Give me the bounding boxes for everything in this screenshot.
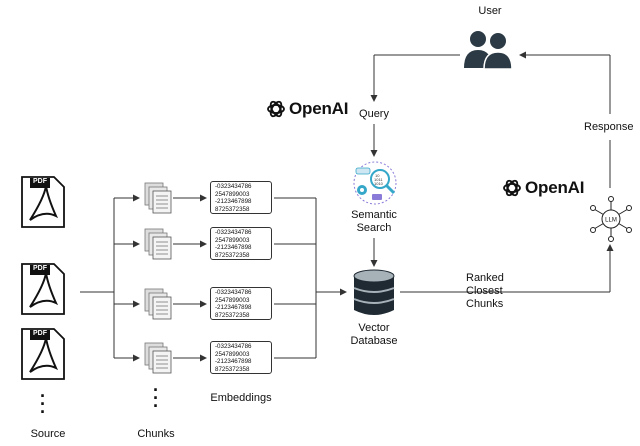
openai-logo-top: OpenAI bbox=[266, 99, 348, 119]
pdf-label-3: PDF bbox=[33, 330, 47, 337]
semantic-search-icon: 10 1011 1010 bbox=[350, 160, 400, 211]
llm-network-icon: LLM bbox=[590, 195, 632, 248]
query-label: Query bbox=[359, 108, 389, 120]
embedding-value: -0323434786 bbox=[215, 183, 252, 190]
source-label: Source bbox=[30, 428, 66, 440]
embedding-box-1: -0323434786 2547899003 -2123467898 87253… bbox=[210, 181, 272, 214]
source-ellipsis: ··· bbox=[40, 386, 46, 422]
embedding-value: 8725372358 bbox=[215, 205, 250, 213]
document-stack-icon-4 bbox=[144, 342, 172, 379]
users-icon bbox=[462, 30, 514, 75]
embedding-value: 8725372358 bbox=[215, 365, 250, 373]
openai-logo-icon bbox=[503, 179, 521, 197]
pdf-icon-3: PDF bbox=[18, 328, 66, 385]
embedding-value: 2547899003 bbox=[215, 190, 250, 198]
response-label: Response bbox=[584, 121, 634, 133]
chunks-ellipsis: ··· bbox=[153, 380, 159, 416]
openai-top-text: OpenAI bbox=[289, 99, 349, 118]
semantic-search-label-2: Search bbox=[356, 222, 392, 234]
pdf-icon-1: PDF bbox=[18, 176, 66, 233]
embedding-value: 8725372358 bbox=[215, 311, 250, 319]
embedding-box-2: -0323434786 2547899003 -2123467898 87253… bbox=[210, 227, 272, 260]
pdf-icon-2: PDF bbox=[18, 263, 66, 320]
embedding-value: 2547899003 bbox=[215, 350, 250, 358]
document-stack-icon-1 bbox=[144, 182, 172, 219]
closest-label: Closest bbox=[466, 285, 503, 297]
embedding-value: 2547899003 bbox=[215, 296, 250, 304]
embedding-value: 2547899003 bbox=[215, 236, 250, 244]
openai-logo-icon bbox=[267, 100, 285, 118]
ranked-label: Ranked bbox=[466, 272, 504, 284]
embedding-value: -0323434786 bbox=[215, 289, 252, 296]
document-stack-icon-3 bbox=[144, 288, 172, 325]
openai-right-text: OpenAI bbox=[525, 178, 585, 197]
embedding-value: -2123467898 bbox=[215, 198, 252, 206]
database-icon bbox=[350, 268, 398, 323]
embedding-box-3: -0323434786 2547899003 -2123467898 87253… bbox=[210, 287, 272, 320]
search-icon-text-3: 1010 bbox=[374, 181, 384, 186]
chunks-label: Chunks bbox=[137, 428, 175, 440]
search-icon-text-2: 1011 bbox=[374, 177, 383, 182]
embedding-value: -0323434786 bbox=[215, 343, 252, 350]
chunks-ranked-label: Chunks bbox=[466, 298, 504, 310]
search-icon-text-1: 10 bbox=[375, 173, 380, 178]
embedding-value: -0323434786 bbox=[215, 229, 252, 236]
document-stack-icon-2 bbox=[144, 228, 172, 265]
semantic-search-label-1: Semantic bbox=[351, 209, 397, 221]
user-label: User bbox=[478, 5, 502, 17]
vector-database-label-2: Database bbox=[350, 335, 398, 347]
embedding-value: 8725372358 bbox=[215, 251, 250, 259]
pdf-label-1: PDF bbox=[33, 178, 47, 185]
embedding-box-4: -0323434786 2547899003 -2123467898 87253… bbox=[210, 341, 272, 374]
llm-text: LLM bbox=[605, 218, 617, 224]
embedding-value: -2123467898 bbox=[215, 244, 252, 252]
vector-database-label-1: Vector bbox=[358, 322, 390, 334]
embedding-value: -2123467898 bbox=[215, 358, 252, 366]
openai-logo-right: OpenAI bbox=[502, 178, 584, 198]
pdf-label-2: PDF bbox=[33, 265, 47, 272]
embeddings-label: Embeddings bbox=[210, 392, 272, 404]
embedding-value: -2123467898 bbox=[215, 304, 252, 312]
